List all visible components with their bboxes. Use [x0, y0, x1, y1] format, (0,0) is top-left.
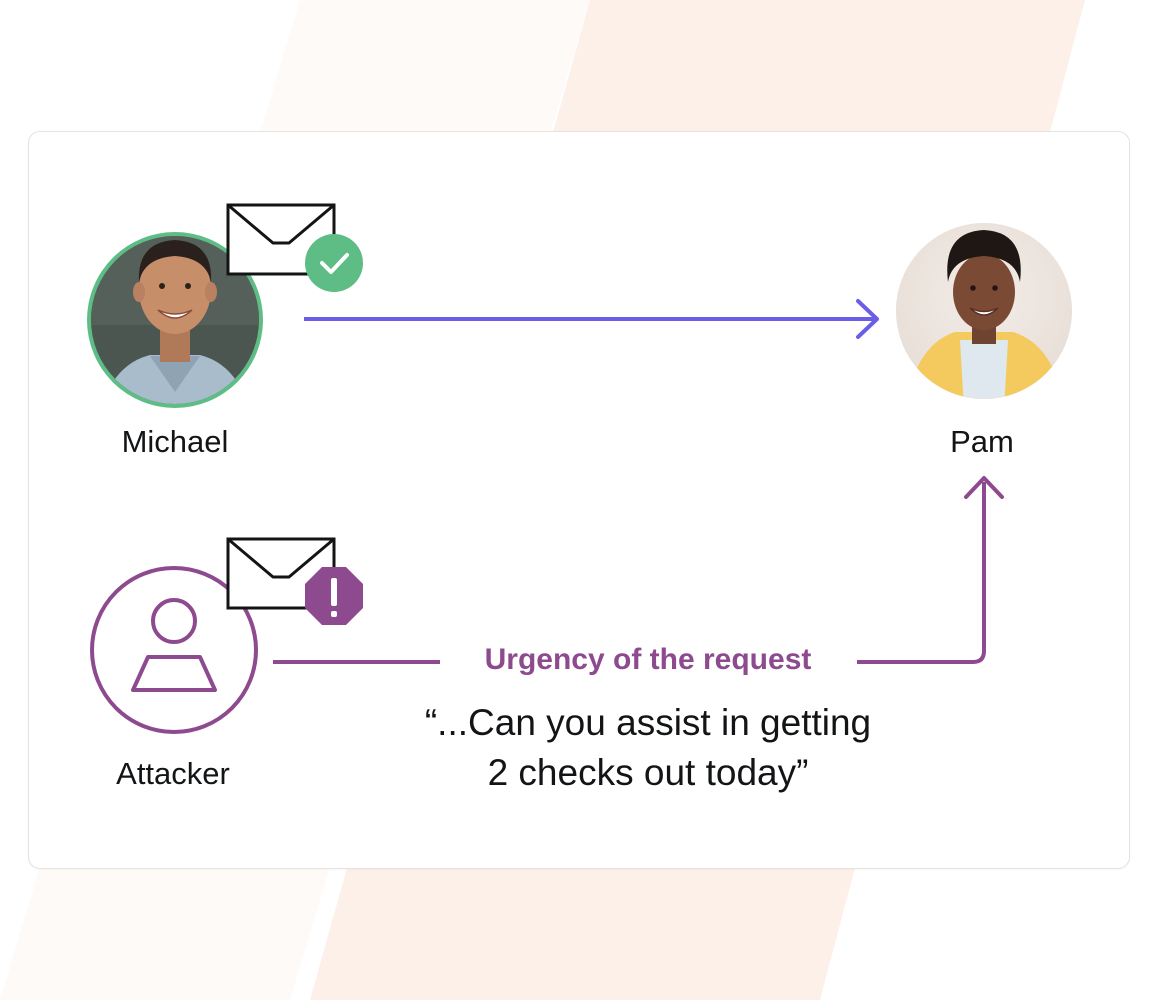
- attacker-name: Attacker: [116, 756, 230, 791]
- check-icon: [305, 234, 363, 292]
- email-quote: “...Can you assist in getting 2 checks o…: [425, 698, 871, 798]
- quote-line-1: “...Can you assist in getting: [424, 702, 872, 743]
- malicious-arrow: [273, 476, 1004, 664]
- michael-name: Michael: [121, 424, 229, 459]
- person-icon: [131, 598, 217, 692]
- attacker-avatar: [90, 566, 258, 734]
- exclamation-icon: [305, 567, 363, 625]
- pam-avatar: [896, 223, 1072, 399]
- pam-name: Pam: [950, 424, 1014, 459]
- urgency-label: Urgency of the request: [478, 643, 818, 677]
- legitimate-arrow: [304, 299, 879, 339]
- quote-line-2: 2 checks out today”: [487, 752, 809, 793]
